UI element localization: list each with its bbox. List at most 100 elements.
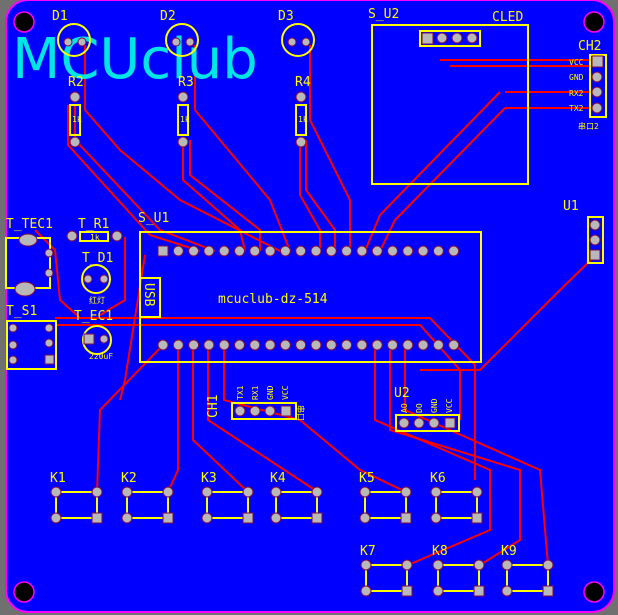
key-k6[interactable]: K6 (430, 471, 483, 524)
key-pad (121, 486, 133, 498)
header-pin (218, 245, 230, 257)
key-k5[interactable]: K5 (359, 471, 412, 524)
key-pad (359, 512, 371, 524)
ch2-pin-tx2: TX2 (569, 104, 584, 113)
key-outline (365, 564, 408, 592)
t-tec1-label: T_TEC1 (6, 217, 53, 232)
key-k8[interactable]: K8 (432, 544, 485, 597)
key-pad (430, 486, 442, 498)
ch1-pin-gnd: GND (266, 385, 275, 400)
key-pad (270, 486, 282, 498)
ch1-pin-rx1: RX1 (251, 385, 260, 400)
connector-ch2: CH2 VCC GND RX2 TX2 串口2 (569, 39, 607, 131)
header-pin (325, 339, 337, 351)
key-pad (201, 512, 213, 524)
key-label: K8 (432, 544, 448, 559)
key-outline (437, 564, 480, 592)
header-pin (279, 339, 291, 351)
header-pin (203, 339, 215, 351)
key-label: K6 (430, 471, 446, 486)
header-pin (387, 245, 398, 257)
key-k4[interactable]: K4 (270, 471, 323, 524)
key-pad (242, 486, 254, 498)
key-pad (50, 512, 62, 524)
ch2-label: CH2 (578, 39, 601, 54)
header-pin (402, 245, 414, 257)
header-pin (448, 339, 460, 351)
key-pad (91, 486, 103, 498)
key-pad-square (162, 512, 174, 524)
key-pad (432, 585, 444, 597)
key-label: K3 (201, 471, 217, 486)
top-pin-row (157, 245, 460, 257)
mcu-module-s-u1: S_U1 USB mcuclub-dz-514 (138, 211, 482, 363)
resistor-r4: R4 1k (295, 75, 311, 148)
led-d2: D2 (160, 9, 199, 57)
bottom-pin-row (157, 339, 460, 351)
key-pad-square (471, 512, 483, 524)
cled-label: CLED (492, 10, 523, 25)
key-outline (435, 491, 478, 519)
header-pin (356, 339, 368, 351)
header-pin (295, 245, 307, 257)
key-pad (401, 559, 413, 571)
key-pad (50, 486, 62, 498)
resistor-t-r1: T_R1 1k (66, 217, 123, 242)
t-d1-label: T_D1 (82, 251, 113, 266)
key-outline (206, 491, 249, 519)
component-t-tec1: T_TEC1 (5, 217, 54, 297)
key-pad-square (242, 512, 254, 524)
header-pin (264, 245, 276, 257)
key-label: K4 (270, 471, 286, 486)
key-outline (126, 491, 169, 519)
t-d1-value: 红灯 (89, 295, 105, 305)
key-pad (501, 585, 513, 597)
resistor-r4-label: R4 (295, 75, 311, 90)
header-pin (279, 245, 291, 257)
key-k3[interactable]: K3 (201, 471, 254, 524)
key-outline (275, 491, 318, 519)
header-pin (218, 339, 230, 351)
key-label: K2 (121, 471, 137, 486)
header-pin (417, 245, 429, 257)
u2-label: U2 (394, 386, 410, 401)
mounting-holes (13, 11, 605, 603)
ch2-pin-rx2: RX2 (569, 89, 584, 98)
t-r1-value: 1k (90, 233, 100, 242)
key-pad-square (311, 512, 323, 524)
header-pin (188, 245, 200, 257)
header-pin (234, 339, 245, 351)
led-d1: D1 (52, 9, 91, 57)
key-k9[interactable]: K9 (501, 544, 554, 597)
t-s1-label: T_S1 (6, 304, 37, 319)
header-pin (387, 339, 398, 351)
key-pad (162, 486, 174, 498)
header-pin (264, 339, 276, 351)
key-pad (121, 512, 133, 524)
key-k1[interactable]: K1 (50, 471, 103, 524)
header-pin (402, 339, 414, 351)
s-u2-label: S_U2 (368, 7, 399, 22)
key-pad (471, 486, 483, 498)
key-pad-square (400, 512, 412, 524)
header-pin (234, 245, 245, 257)
resistor-r2-value: 1k (72, 115, 82, 124)
capacitor-t-ec1: T_EC1 220uF (74, 309, 113, 361)
header-pin (172, 245, 184, 257)
key-label: K9 (501, 544, 517, 559)
resistor-r2: R2 1k (68, 75, 84, 148)
ch1-pin-vcc: VCC (281, 385, 290, 400)
key-pad (359, 486, 371, 498)
module-title: mcuclub-dz-514 (218, 292, 328, 307)
led-d2-label: D2 (160, 9, 176, 24)
header-pin (157, 339, 169, 351)
key-k2[interactable]: K2 (121, 471, 174, 524)
key-k7[interactable]: K7 (360, 544, 413, 597)
ch1-label: CH1 (206, 395, 221, 418)
key-outline (55, 491, 98, 519)
key-pad (501, 559, 513, 571)
header-pin (417, 339, 429, 351)
header-pin (448, 245, 460, 257)
